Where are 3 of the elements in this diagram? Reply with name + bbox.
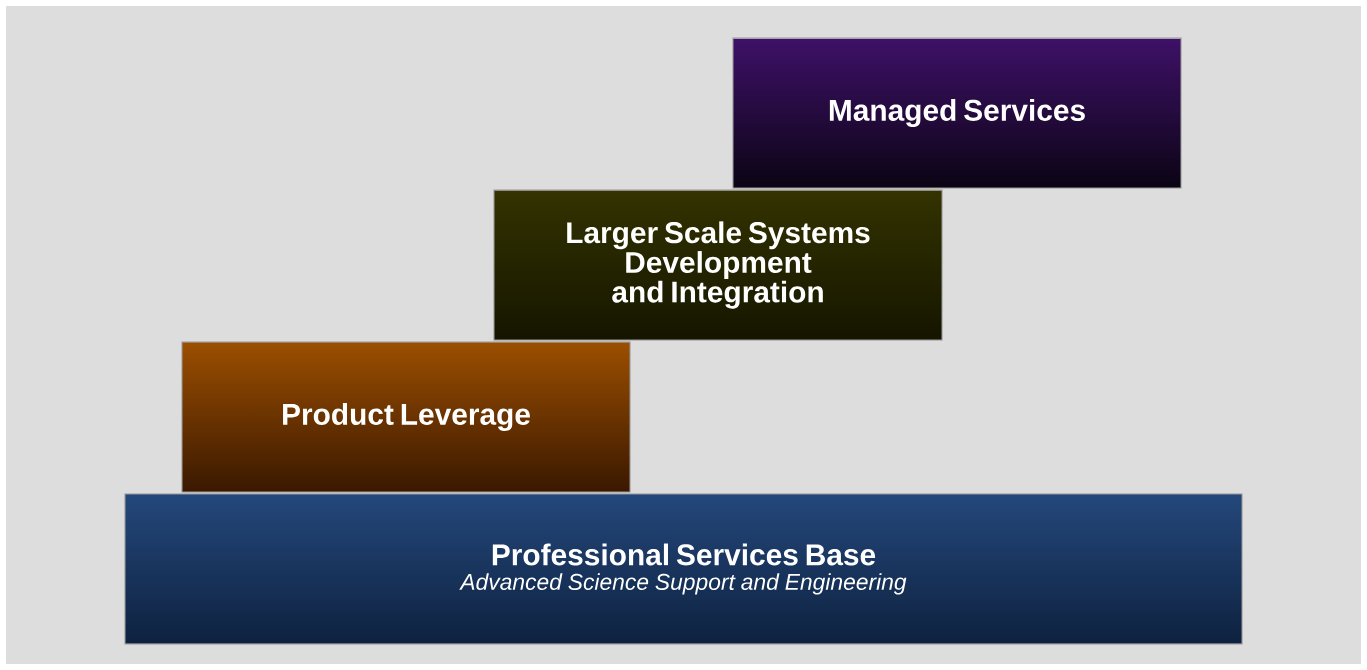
step-box: Managed Services (732, 37, 1182, 189)
step-box: Larger Scale Systems Development and Integration (493, 189, 943, 341)
step-box: Product Leverage (181, 341, 631, 493)
